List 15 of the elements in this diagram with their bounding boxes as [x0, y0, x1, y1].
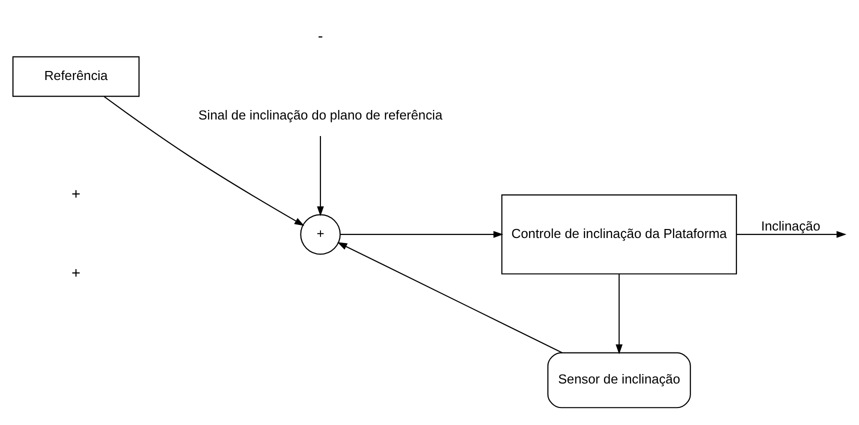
- arrow: [616, 274, 623, 354]
- node-box: Referência: [12, 56, 140, 97]
- arrow: [316, 136, 324, 216]
- arrow: [337, 242, 562, 354]
- label: -: [318, 28, 323, 46]
- node-text: Sinal de inclinação do plano de referência: [198, 107, 442, 122]
- edge-label: Inclinação: [761, 218, 820, 234]
- node-circle: +: [300, 214, 341, 255]
- label: +: [72, 264, 80, 282]
- label: +: [72, 186, 80, 204]
- arrow: [736, 230, 846, 238]
- arrow: [104, 96, 304, 226]
- node-box: Sensor de inclinação: [547, 352, 691, 408]
- arrow: [340, 230, 504, 238]
- node-box: Controle de inclinação da Plataforma: [501, 194, 737, 274]
